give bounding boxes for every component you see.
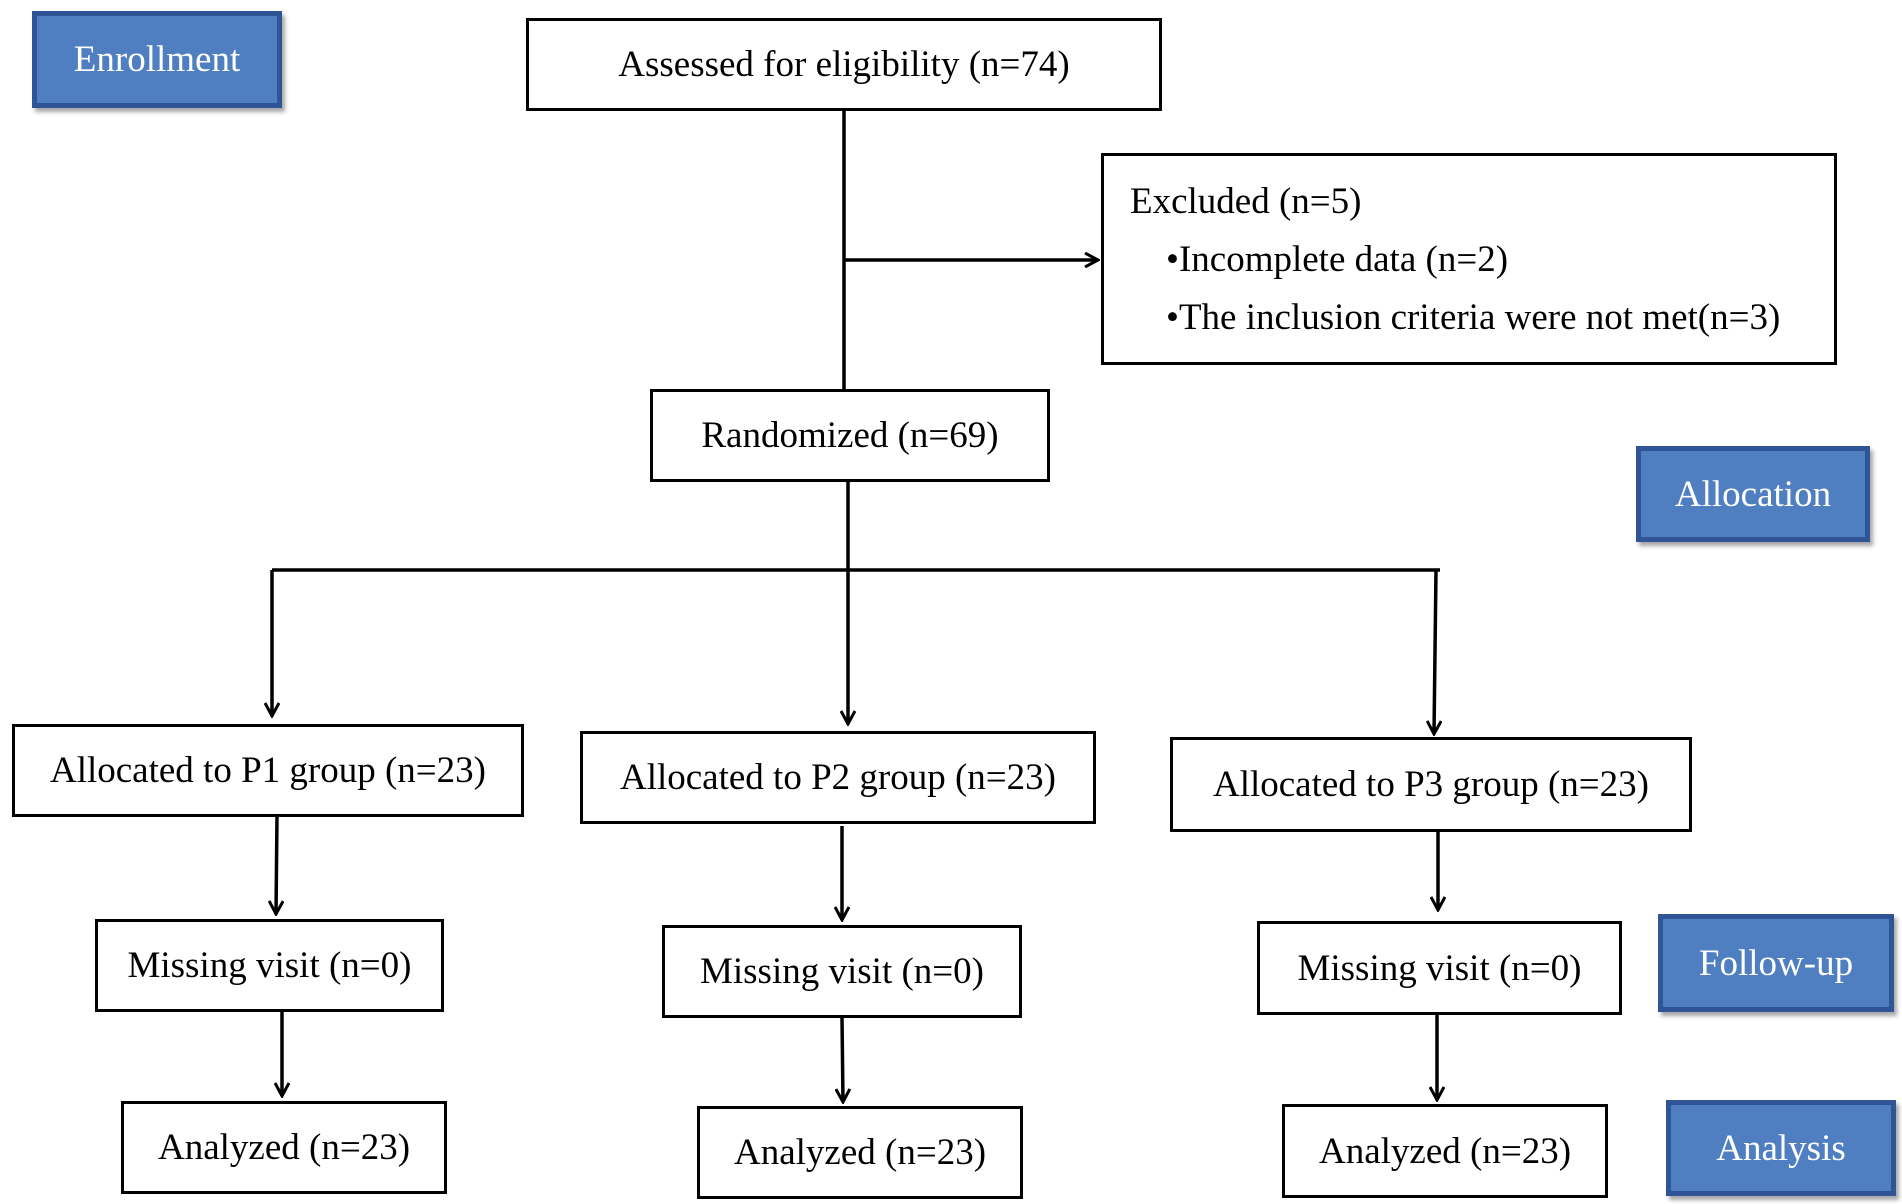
- analyzed-p3-box: Analyzed (n=23): [1282, 1104, 1608, 1198]
- missing-visit-p3-box: Missing visit (n=0): [1257, 921, 1622, 1015]
- excluded-reason: •The inclusion criteria were not met(n=3…: [1166, 297, 1781, 338]
- arrow-to-p3: [1434, 569, 1436, 734]
- analysis-stage-label: Analysis: [1666, 1100, 1896, 1196]
- excluded-box: Excluded (n=5) •Incomplete data (n=2) •T…: [1101, 153, 1837, 365]
- randomized-box: Randomized (n=69): [650, 389, 1050, 482]
- assessed-box: Assessed for eligibility (n=74): [526, 18, 1162, 111]
- allocated-p3-box: Allocated to P3 group (n=23): [1170, 737, 1692, 832]
- arrow-p2-missing-to-analyzed: [842, 1017, 843, 1102]
- allocated-p2-box: Allocated to P2 group (n=23): [580, 731, 1096, 824]
- analyzed-p1-box: Analyzed (n=23): [121, 1101, 447, 1194]
- enrollment-stage-label: Enrollment: [32, 11, 282, 108]
- allocated-p1-box: Allocated to P1 group (n=23): [12, 724, 524, 817]
- allocation-stage-label: Allocation: [1636, 446, 1870, 542]
- arrow-p1-to-missing: [276, 815, 277, 914]
- analyzed-p2-box: Analyzed (n=23): [697, 1106, 1023, 1199]
- excluded-reason: •Incomplete data (n=2): [1166, 239, 1509, 280]
- missing-visit-p2-box: Missing visit (n=0): [662, 925, 1022, 1018]
- follow-up-stage-label: Follow-up: [1658, 914, 1894, 1012]
- excluded-title: Excluded (n=5): [1130, 181, 1362, 222]
- missing-visit-p1-box: Missing visit (n=0): [95, 919, 444, 1012]
